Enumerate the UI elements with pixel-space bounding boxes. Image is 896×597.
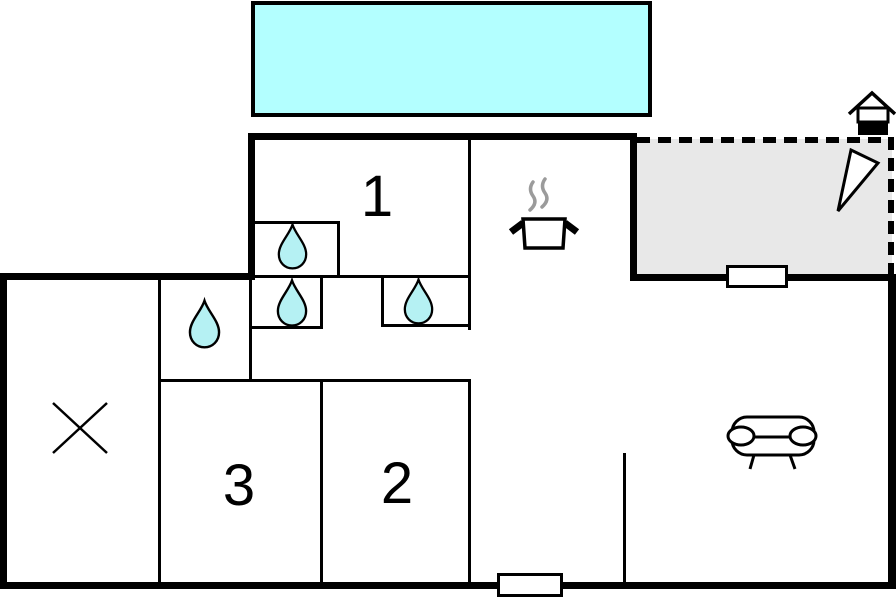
wall xyxy=(888,274,896,589)
terrace-dashed-border-right xyxy=(888,137,894,277)
interior-wall xyxy=(468,137,471,330)
terrace-dashed-border-top xyxy=(637,137,894,143)
room-3-label: 3 xyxy=(222,453,256,518)
interior-wall xyxy=(337,221,340,278)
interior-wall xyxy=(252,275,470,278)
water-drop-icon xyxy=(403,275,434,325)
interior-wall xyxy=(252,221,340,224)
interior-wall xyxy=(249,277,252,381)
interior-wall xyxy=(158,379,471,382)
wall xyxy=(630,133,637,281)
sofa-icon xyxy=(726,415,818,470)
cooking-pot-icon xyxy=(508,177,580,250)
water-drop-icon xyxy=(277,220,308,270)
wall xyxy=(248,133,637,140)
room-2-label: 2 xyxy=(380,451,414,516)
interior-wall xyxy=(381,277,384,327)
wall xyxy=(0,273,7,589)
interior-wall xyxy=(468,381,471,583)
cross-icon xyxy=(52,402,108,454)
interior-wall xyxy=(381,324,470,327)
window xyxy=(497,573,563,597)
cone-icon xyxy=(836,147,881,212)
room-1-label: 1 xyxy=(360,164,394,229)
wall xyxy=(248,133,255,279)
interior-wall xyxy=(623,453,626,583)
wall xyxy=(0,582,896,589)
interior-wall xyxy=(250,326,323,329)
wall xyxy=(0,273,255,280)
interior-wall xyxy=(320,379,323,583)
water-drop-icon xyxy=(276,276,308,327)
water-drop-icon xyxy=(188,296,221,349)
window xyxy=(726,265,788,288)
swimming-pool-area xyxy=(251,1,652,117)
interior-wall xyxy=(320,277,323,329)
house-icon xyxy=(847,90,896,135)
interior-wall xyxy=(158,276,161,583)
